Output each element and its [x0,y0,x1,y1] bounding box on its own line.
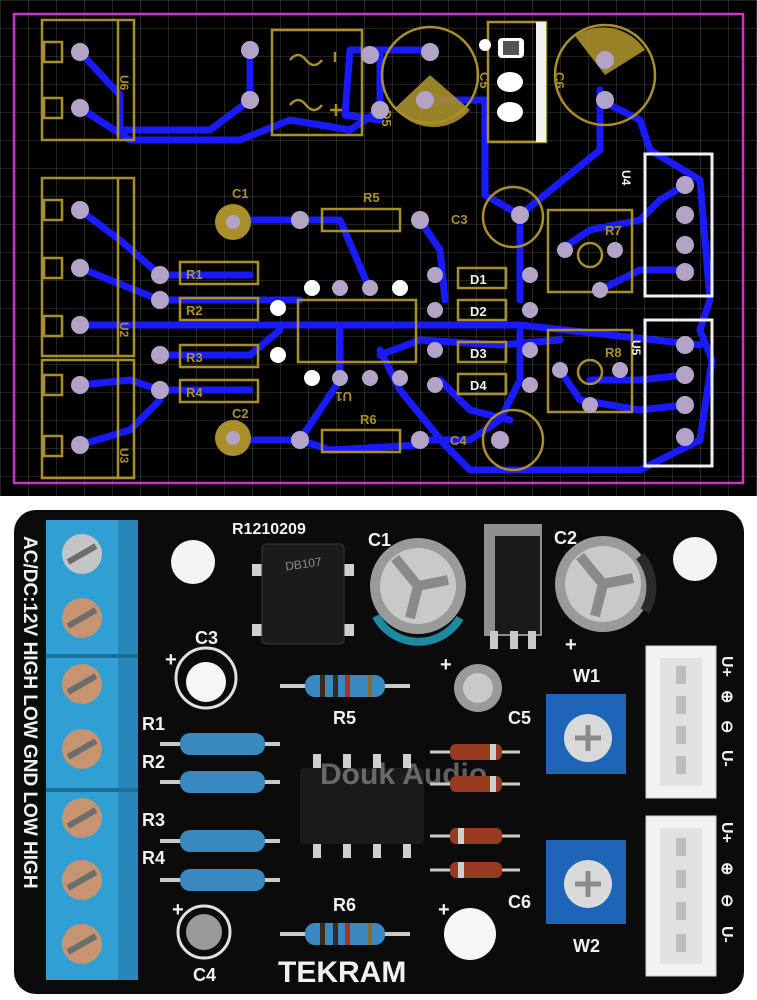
label-c4: C4 [450,433,467,448]
resistor-r5 [280,675,410,697]
resistor-bank [160,733,280,891]
label-r1: R1 [186,267,203,282]
conn1-pin-1: U+ [718,656,735,677]
label-d1: D1 [470,272,487,287]
connector-footprints: U4 U5 [619,152,714,468]
bridge-footprint [270,28,364,137]
label-c2: C2 [554,528,577,548]
regulator-footprint [486,20,548,144]
brand-label: TEKRAM [278,956,406,989]
label-r4: R4 [186,385,203,400]
label-r4: R4 [142,848,165,868]
label-u3: U3 [117,448,131,464]
label-r2: R2 [186,303,203,318]
label-d2: D2 [470,304,487,319]
pads [71,38,694,454]
label-u2: U2 [117,322,131,338]
label-r5: R5 [363,190,380,205]
label-u1: U1 [335,389,352,404]
label-r3: R3 [142,810,165,830]
resistor-r6 [280,923,410,945]
conn2-pin-3: ⊖ [718,894,735,907]
capacitor-c3 [186,662,226,702]
diodes [430,744,520,878]
label-r1: R1 [142,714,165,734]
terminal-screws [62,534,102,964]
conn2-pin-2: ⊕ [718,862,735,875]
bridge-marking: DB107 [284,555,323,574]
assembled-board-drawing: AC/DC:12V HIGH LOW GND LOW HIGH R1210209… [0,506,757,1000]
label-r8: R8 [605,345,622,360]
capacitor-c4 [186,914,222,950]
capacitor-c6 [444,908,496,960]
label-r6: R6 [360,412,377,427]
label-u4: U4 [619,170,633,186]
label-c5: C5 [508,708,531,728]
ic-footprint: U1 [296,298,418,404]
label-r2: R2 [142,752,165,772]
trimmer-w1 [546,694,626,774]
bridge-rectifier: DB107 [252,543,354,645]
label-r5: R5 [333,708,356,728]
capacitor-c2 [555,536,657,632]
trimmer-w2 [546,840,626,924]
assembled-board-photo: AC/DC:12V HIGH LOW GND LOW HIGH R1210209… [0,506,757,1000]
conn2-pin-1: U+ [718,822,735,843]
mounting-hole [673,537,717,581]
label-c2: C2 [232,406,249,421]
output-connector-1 [645,645,717,799]
voltage-regulator [484,524,542,649]
board-outline [12,12,745,485]
terminal-footprints [40,18,136,480]
c4-plus-mark: + [172,899,184,921]
label-r6: R6 [333,895,356,915]
conn1-pin-4: U- [718,750,735,767]
ic-chip [300,754,424,858]
output-connector-2 [645,815,717,977]
label-c3: C3 [451,212,468,227]
capacitor-c1 [370,538,466,646]
label-c6: C6 [552,72,567,89]
pcb-layout-view: U6 U2 U3 C1 C2 C3 C4 D5 C5 C6 [0,0,757,496]
diode-footprints [456,266,508,396]
label-c3: C3 [195,628,218,648]
label-d3: D3 [470,346,487,361]
conn1-pin-3: ⊖ [718,720,735,733]
label-c5: C5 [477,72,492,89]
c2-plus-mark: + [565,634,577,656]
c3-plus-mark: + [165,649,177,671]
label-c1: C1 [232,186,249,201]
label-w2: W2 [573,936,600,956]
conn2-pin-4: U- [718,926,735,943]
label-u6: U6 [117,75,131,91]
label-r3: R3 [186,350,203,365]
conn1-pin-2: ⊕ [718,690,735,703]
pcb-layout-drawing: U6 U2 U3 C1 C2 C3 C4 D5 C5 C6 [0,0,757,496]
c6-plus-mark: + [438,899,450,921]
label-u5: U5 [629,340,643,356]
terminal-label: AC/DC:12V HIGH LOW GND LOW HIGH [19,536,40,889]
label-c1: C1 [368,530,391,550]
label-c4: C4 [193,965,216,985]
label-d4: D4 [470,378,487,393]
revision-label: R1210209 [232,521,306,538]
label-w1: W1 [573,666,600,686]
screw-terminal-block [46,520,138,980]
label-c6: C6 [508,892,531,912]
mounting-hole [171,540,215,584]
c5-plus-mark: + [440,654,452,676]
c4-outline [176,904,232,960]
label-r7: R7 [605,223,622,238]
trimmer-footprints [546,208,634,414]
resistor-footprints [178,207,402,454]
c3-outline [174,646,238,710]
